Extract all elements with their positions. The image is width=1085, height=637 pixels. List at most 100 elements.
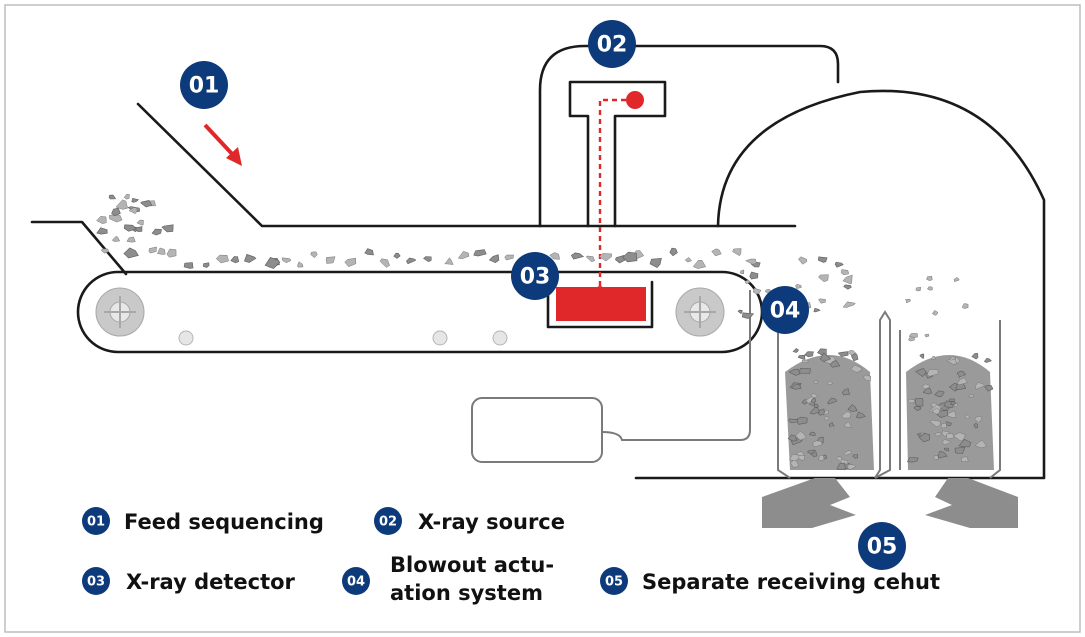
rock bbox=[797, 354, 806, 360]
rock bbox=[797, 455, 806, 461]
rock bbox=[808, 431, 817, 436]
rock bbox=[967, 394, 974, 398]
rock bbox=[123, 224, 138, 232]
rock bbox=[115, 199, 128, 210]
rock bbox=[100, 248, 110, 254]
rock bbox=[134, 226, 143, 233]
rock bbox=[940, 422, 948, 429]
separation-chamber bbox=[634, 89, 1046, 480]
rock bbox=[297, 261, 304, 268]
rock bbox=[828, 422, 834, 427]
conveyor-belt bbox=[76, 270, 764, 354]
rock bbox=[128, 207, 138, 215]
rock bbox=[123, 247, 139, 259]
rock bbox=[809, 406, 820, 415]
rock bbox=[908, 336, 915, 342]
rock bbox=[622, 251, 638, 263]
rock bbox=[570, 252, 585, 260]
rock bbox=[974, 415, 983, 423]
figure-border bbox=[4, 4, 1081, 633]
rock bbox=[423, 256, 432, 263]
rock bbox=[108, 194, 117, 200]
rock bbox=[749, 271, 759, 280]
rock bbox=[737, 309, 743, 314]
rock bbox=[948, 398, 956, 402]
svg-text:Separate receiving cehut: Separate receiving cehut bbox=[642, 570, 940, 594]
rock bbox=[931, 356, 936, 361]
rock bbox=[931, 407, 940, 415]
svg-text:03: 03 bbox=[87, 575, 105, 590]
rock bbox=[806, 450, 815, 454]
badge-02: 02 bbox=[588, 20, 636, 68]
rock bbox=[473, 249, 487, 257]
rock bbox=[741, 312, 755, 319]
rock bbox=[812, 440, 822, 448]
gear-right-icon bbox=[675, 287, 725, 337]
rock bbox=[918, 433, 931, 443]
rock bbox=[915, 368, 927, 378]
rock bbox=[732, 248, 742, 257]
svg-text:02: 02 bbox=[379, 515, 397, 530]
badge-01: 01 bbox=[180, 61, 228, 109]
legend: 01 Feed sequencing 02 X-ray source 03 X-… bbox=[82, 507, 940, 605]
rock bbox=[791, 383, 802, 390]
rock bbox=[111, 207, 121, 217]
rock bbox=[393, 252, 401, 259]
rock bbox=[950, 401, 957, 406]
rock bbox=[941, 439, 951, 445]
rock bbox=[843, 450, 853, 456]
rock bbox=[111, 235, 121, 242]
rock bbox=[157, 247, 166, 255]
rock bbox=[974, 381, 985, 390]
rock bbox=[984, 384, 994, 392]
legend-item-03: 03 X-ray detector bbox=[82, 567, 296, 595]
rock bbox=[953, 277, 960, 283]
rock bbox=[801, 359, 809, 364]
svg-text:01: 01 bbox=[87, 515, 105, 530]
rock bbox=[934, 432, 943, 437]
feed-chute bbox=[30, 102, 797, 276]
svg-text:02: 02 bbox=[597, 33, 628, 58]
rock bbox=[840, 269, 850, 276]
rock bbox=[669, 247, 678, 257]
rock-pile-left bbox=[785, 355, 874, 470]
rock bbox=[961, 303, 969, 309]
svg-text:03: 03 bbox=[520, 265, 551, 290]
rock bbox=[862, 374, 871, 382]
rock bbox=[788, 368, 801, 376]
rock bbox=[488, 254, 500, 263]
badge-05: 05 bbox=[858, 522, 906, 570]
rock bbox=[817, 256, 828, 263]
rock bbox=[956, 377, 968, 385]
rock bbox=[585, 255, 595, 263]
rock bbox=[823, 416, 830, 421]
rock bbox=[598, 253, 612, 262]
rock bbox=[151, 228, 162, 236]
rock bbox=[795, 416, 808, 425]
rock bbox=[406, 257, 416, 265]
rock bbox=[956, 370, 967, 378]
rock bbox=[944, 447, 950, 452]
rock bbox=[841, 411, 852, 419]
rock bbox=[813, 379, 819, 384]
rock bbox=[739, 269, 745, 275]
rock bbox=[281, 257, 292, 263]
rock bbox=[810, 398, 817, 403]
rock bbox=[852, 454, 859, 459]
rock bbox=[244, 253, 257, 263]
rock bbox=[952, 432, 966, 442]
rock bbox=[711, 248, 722, 257]
rock bbox=[310, 251, 318, 259]
rock bbox=[649, 257, 662, 268]
rock bbox=[202, 262, 210, 268]
rock bbox=[846, 464, 857, 470]
rock bbox=[827, 380, 834, 386]
rock bbox=[549, 252, 561, 260]
rock bbox=[792, 348, 799, 353]
legend-item-05: 05 Separate receiving cehut bbox=[600, 567, 940, 595]
rock bbox=[457, 251, 470, 259]
idler-rollers bbox=[178, 330, 508, 346]
blowout-controller bbox=[471, 290, 751, 463]
rock bbox=[929, 419, 941, 428]
